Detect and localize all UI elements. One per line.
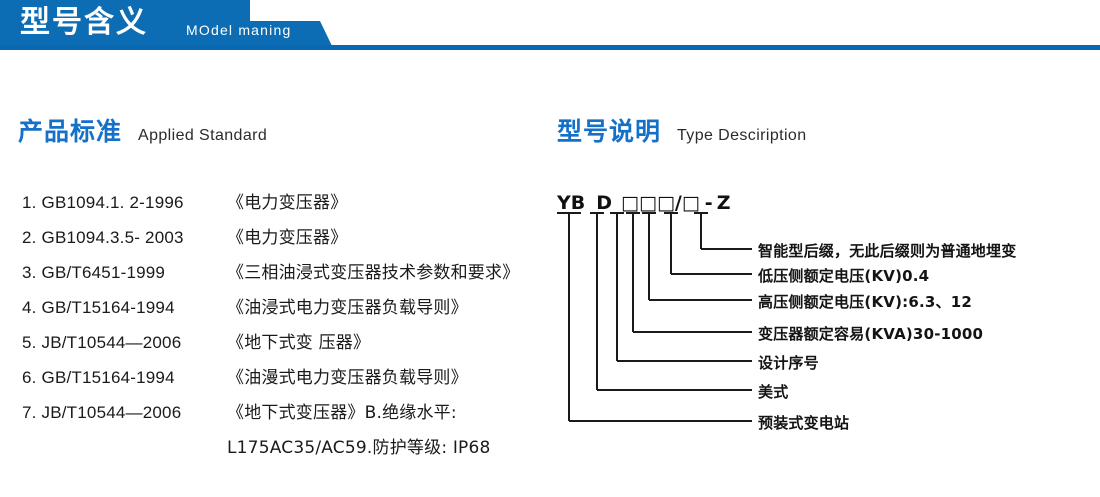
annotation-label-design-serial: 设计序号 [758,354,819,372]
list-item: 6. GB/T15164-1994 《油漫式电力变压器负载导则》 [22,363,542,398]
type-code-segment-slash: / [674,192,682,214]
section-title-en-right: Type Desciription [677,127,807,144]
list-item: 4. GB/T15164-1994 《油浸式电力变压器负载导则》 [22,293,542,328]
standard-code: 2. GB1094.3.5- 2003 [22,228,227,248]
section-heading-applied-standard: 产品标准 Applied Standard [18,112,267,148]
standard-index: 1. [22,193,37,212]
standard-name: 《电力变压器》 [227,228,348,248]
type-code-segment-z: Z [716,192,731,214]
section-title-en-left: Applied Standard [138,127,268,144]
standard-number: GB/T6451-1999 [41,263,166,282]
annotation-label-smart-suffix: 智能型后缀，无此后缀则为普通地埋变 [758,242,1017,260]
type-code-segment-dash: - [704,192,713,214]
standard-index: 2. [22,228,37,247]
type-code-segment-box4: □ [681,192,700,214]
banner-rule [0,45,1100,50]
annotation-label-hv-voltage: 高压侧额定电压(KV):6.3、12 [758,293,972,311]
standard-name: 《电力变压器》 [227,193,348,213]
list-item: 2. GB1094.3.5- 2003 《电力变压器》 [22,223,542,258]
annotation-label-rated-capacity: 变压器额定容易(KVA)30-1000 [758,325,984,343]
list-item: 5. JB/T10544—2006 《地下式变 压器》 [22,328,542,363]
standard-code: 1. GB1094.1. 2-1996 [22,193,227,213]
standard-number: GB/T15164-1994 [41,298,175,317]
banner-title-en: MOdel maning [186,22,292,38]
annotation-label-lv-voltage: 低压侧额定电压(KV)0.4 [758,267,930,285]
list-item-continuation: 7. JB/T10544—2006 L175AC35/AC59.防护等级: IP… [22,433,542,468]
section-title-cn-left: 产品标准 [18,117,123,146]
section-heading-type-description: 型号说明 Type Desciription [557,112,807,148]
standard-name: 《地下式变压器》B.绝缘水平: [227,403,457,423]
standard-name: 《三相油浸式变压器技术参数和要求》 [227,263,520,283]
standard-code: 6. GB/T15164-1994 [22,368,227,388]
standard-name: 《油漫式电力变压器负载导则》 [227,368,468,388]
standard-index: 4. [22,298,37,317]
standard-number: GB/T15164-1994 [41,368,175,387]
standard-name: 《油浸式电力变压器负载导则》 [227,298,468,318]
header-banner: 型号含义 MOdel maning [0,0,1100,52]
banner-title-cn: 型号含义 [20,5,148,40]
standard-name: 《地下式变 压器》 [227,333,371,353]
standard-index: 6. [22,368,37,387]
standard-name: L175AC35/AC59.防护等级: IP68 [227,438,491,458]
type-code-segment-box2: □ [638,192,657,214]
standard-number: JB/T10544—2006 [41,333,182,352]
list-item: 7. JB/T10544—2006 《地下式变压器》B.绝缘水平: [22,398,542,433]
annotation-label-prefab-substation: 预装式变电站 [758,414,850,432]
type-code-segment-box3: □ [656,192,675,214]
standard-code: 5. JB/T10544—2006 [22,333,227,353]
standard-index: 7. [22,403,37,422]
section-title-cn-right: 型号说明 [557,117,662,146]
standard-number: GB1094.3.5- 2003 [41,228,184,247]
standard-index: 3. [22,263,37,282]
standard-index: 5. [22,333,37,352]
standard-code: 4. GB/T15164-1994 [22,298,227,318]
annotation-label-american-type: 美式 [758,383,789,401]
type-code-segment-yb: YB [557,192,586,214]
standard-number: GB1094.1. 2-1996 [41,193,184,212]
list-item: 1. GB1094.1. 2-1996 《电力变压器》 [22,188,542,223]
standard-code: 3. GB/T6451-1999 [22,263,227,283]
standard-code: 7. JB/T10544—2006 [22,403,227,423]
standard-number: JB/T10544—2006 [41,403,182,422]
type-code-segment-box1: □ [621,192,639,214]
standards-list: 1. GB1094.1. 2-1996 《电力变压器》 2. GB1094.3.… [22,188,542,468]
type-code-segment-d: D [596,192,613,214]
list-item: 3. GB/T6451-1999 《三相油浸式变压器技术参数和要求》 [22,258,542,293]
